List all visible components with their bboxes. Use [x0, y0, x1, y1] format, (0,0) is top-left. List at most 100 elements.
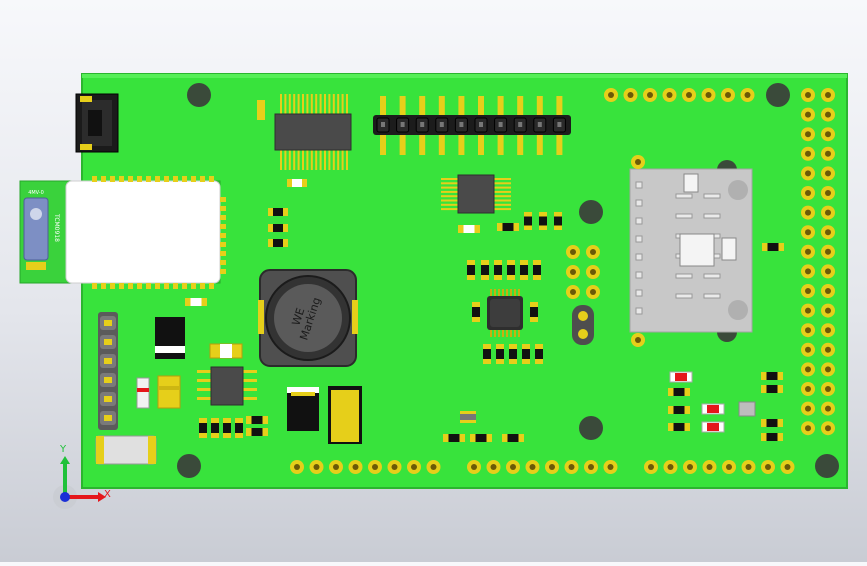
- module-pad: [146, 283, 151, 289]
- smd-part: [507, 260, 515, 280]
- module-pad: [119, 283, 124, 289]
- qfp-ic[interactable]: [441, 174, 511, 214]
- smd-part: [481, 260, 489, 280]
- led: [701, 403, 725, 415]
- qfn-pin: [502, 289, 504, 297]
- smd-part: [530, 302, 538, 322]
- module-pad: [137, 176, 142, 182]
- resistor-r1[interactable]: [136, 377, 150, 409]
- module-pad: [191, 176, 196, 182]
- qfp-pin: [441, 178, 458, 180]
- capacitor-c-yellow[interactable]: [157, 375, 181, 409]
- module-smd: [703, 273, 721, 279]
- module-smd: [675, 193, 693, 199]
- smd-part: [520, 260, 528, 280]
- qfp-pin: [494, 182, 511, 185]
- module-pad: [220, 251, 226, 256]
- qfp-pin: [494, 199, 511, 202]
- ssop-pin: [341, 94, 344, 114]
- smd-passives: [185, 100, 784, 442]
- module-pad: [101, 176, 106, 182]
- pth-hole: [745, 464, 752, 470]
- header-pin-tip: [479, 122, 483, 127]
- left-pin-header[interactable]: [98, 312, 118, 430]
- usb-connector[interactable]: [75, 93, 119, 153]
- soic-pin: [197, 379, 211, 382]
- ssop-pin: [324, 94, 326, 114]
- smd-part: [524, 212, 532, 230]
- pth-hole: [825, 248, 831, 255]
- ssop-pin: [337, 150, 340, 170]
- module-pad: [110, 176, 115, 182]
- power-inductor[interactable]: WE Marking: [258, 269, 358, 367]
- smd-part: [483, 344, 491, 364]
- pth-hole: [510, 464, 516, 470]
- sensor-module[interactable]: [629, 168, 753, 333]
- qfp-pin: [441, 186, 458, 189]
- smd-part: [502, 434, 524, 442]
- header-pin-tip: [400, 122, 405, 127]
- wireless-module[interactable]: 4MV-0 TCM0918: [19, 180, 221, 284]
- diode-d1[interactable]: [155, 317, 185, 359]
- module-hole: [635, 307, 643, 315]
- module-pad: [164, 176, 169, 182]
- pth-hole: [805, 366, 811, 373]
- soic-ic[interactable]: [197, 366, 257, 406]
- soic-pin: [197, 370, 211, 373]
- led: [669, 371, 693, 383]
- module-pad: [92, 283, 97, 289]
- qfp-pin: [441, 182, 458, 185]
- pth-hole: [294, 464, 300, 470]
- pth-hole: [490, 464, 497, 470]
- x-axis-label: X: [104, 489, 111, 500]
- pth-hole: [805, 131, 811, 138]
- smd-part: [199, 418, 207, 438]
- ssop-pin: [337, 94, 340, 114]
- crystal[interactable]: [95, 435, 157, 465]
- header-leg: [556, 96, 563, 116]
- pth-hole: [825, 111, 831, 118]
- pth-hole: [825, 386, 831, 392]
- smd-part: [762, 243, 784, 251]
- header-leg: [438, 96, 445, 116]
- ssop-pin: [306, 150, 309, 170]
- header-pin-tip: [420, 122, 425, 127]
- smd-part: [185, 298, 207, 306]
- header-leg: [536, 135, 543, 155]
- ssop-ic[interactable]: [274, 94, 352, 170]
- pin-header[interactable]: [373, 96, 571, 155]
- smd-part: [472, 302, 480, 322]
- ssop-pin: [302, 94, 304, 114]
- ssop-pin: [288, 94, 291, 114]
- tantalum-capacitor[interactable]: [328, 386, 362, 444]
- pth-hole: [805, 209, 811, 216]
- pth-hole: [590, 269, 596, 275]
- qfn-pin: [514, 289, 516, 297]
- pth-hole: [825, 92, 831, 98]
- qfn-pin: [510, 329, 512, 337]
- pth-hole: [805, 307, 811, 314]
- soic-pin: [243, 379, 257, 382]
- led: [701, 421, 725, 433]
- smd-part: [533, 260, 541, 280]
- smd-part: [668, 388, 690, 396]
- module-pad: [128, 283, 133, 289]
- module-hole: [635, 217, 643, 225]
- module-pads: [92, 176, 226, 289]
- left-header-pad: [104, 339, 112, 345]
- jumper-block[interactable]: [572, 305, 594, 345]
- ssop-pin: [306, 94, 309, 114]
- header-leg: [497, 96, 504, 116]
- pth-hole: [687, 464, 693, 470]
- pth-hole: [635, 337, 641, 343]
- left-header-pad: [104, 320, 112, 326]
- smd-part: [211, 418, 219, 438]
- capacitor-c-top[interactable]: [209, 343, 243, 359]
- pth-hole: [686, 92, 692, 98]
- qfn-ic[interactable]: [487, 289, 523, 337]
- diode-d2[interactable]: [287, 387, 319, 431]
- y-axis-label: Y: [59, 444, 67, 455]
- pth-hole: [568, 464, 575, 470]
- header-leg: [478, 96, 484, 116]
